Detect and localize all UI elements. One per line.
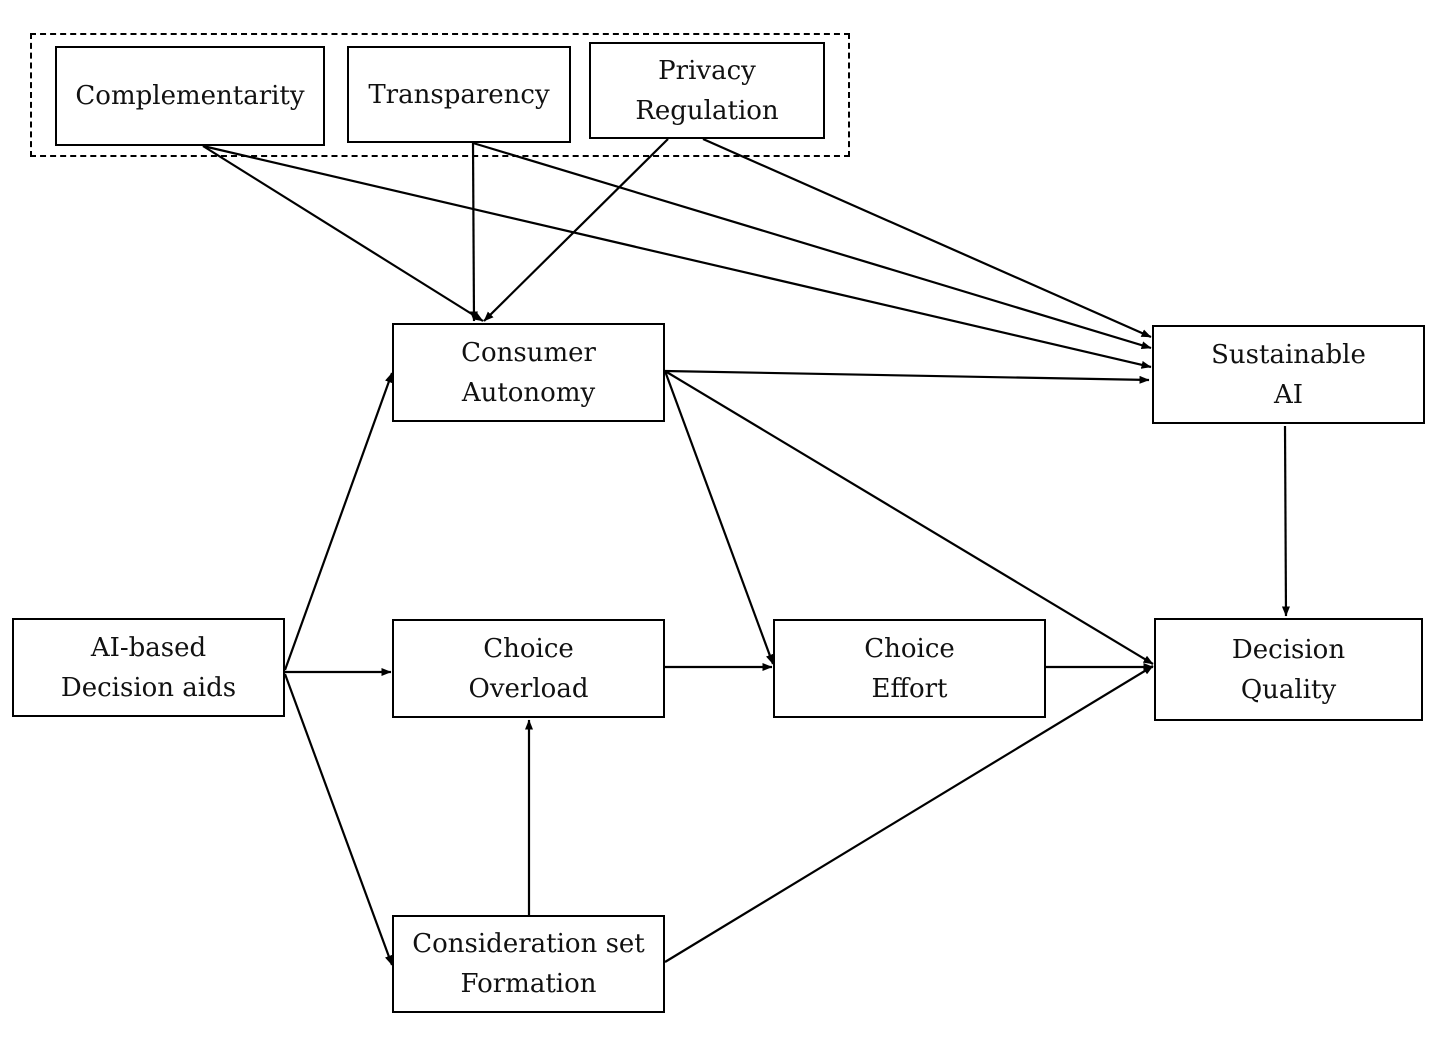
- node-choice-effort: Choice Effort: [773, 619, 1046, 718]
- node-decision-quality: Decision Quality: [1154, 618, 1423, 721]
- node-label: Autonomy: [461, 377, 596, 408]
- node-label: Consideration set: [412, 929, 645, 959]
- node-privacy-regulation: Privacy Regulation: [589, 42, 825, 139]
- node-sustainable-ai: Sustainable AI: [1152, 325, 1425, 424]
- node-label: Choice: [483, 633, 574, 664]
- node-label: Quality: [1240, 674, 1337, 705]
- arrow-privacy-to-sustainable-ai: [702, 137, 1152, 339]
- arrow-consumer-autonomy-to-decision-quality: [664, 370, 1154, 665]
- arrow-transparency-to-sustainable-ai: [472, 141, 1152, 350]
- arrow-ai-decision-aids-to-consideration-set: [283, 673, 394, 966]
- node-label: AI: [1273, 379, 1304, 410]
- arrow-sustainable-ai-to-decision-quality: [1281, 425, 1290, 617]
- node-label: Choice: [864, 633, 955, 664]
- node-ai-decision-aids: AI-based Decision aids: [12, 618, 285, 717]
- node-label: Transparency: [368, 79, 550, 110]
- arrow-transparency-to-consumer-autonomy: [469, 142, 478, 322]
- edge-layer: [202, 137, 1290, 966]
- node-transparency: Transparency: [347, 46, 571, 143]
- node-label: Formation: [460, 969, 597, 999]
- node-choice-overload: Choice Overload: [392, 619, 665, 718]
- node-label: Decision aids: [60, 672, 237, 703]
- node-consumer-autonomy: Consumer Autonomy: [392, 323, 665, 422]
- node-label: Regulation: [635, 95, 779, 126]
- arrow-consumer-autonomy-to-sustainable-ai: [664, 369, 1150, 384]
- arrow-complementarity-to-consumer-autonomy: [202, 145, 484, 322]
- arrow-consideration-set-to-decision-quality: [664, 665, 1154, 963]
- node-label: Complementarity: [75, 81, 305, 111]
- arrow-consumer-autonomy-to-choice-effort: [663, 370, 775, 665]
- arrow-complementarity-to-sustainable-ai: [202, 144, 1152, 369]
- node-label: Sustainable: [1211, 339, 1366, 370]
- node-label: Privacy: [658, 55, 756, 86]
- moderator-group-box: [30, 33, 850, 157]
- arrow-ai-decision-aids-to-consumer-autonomy: [283, 372, 394, 671]
- node-label: Decision: [1231, 634, 1346, 665]
- node-label: Effort: [871, 673, 948, 704]
- node-label: AI-based: [90, 632, 207, 663]
- node-label: Overload: [468, 673, 589, 704]
- node-consideration-set-formation: Consideration set Formation: [392, 915, 665, 1013]
- node-label: Consumer: [461, 337, 596, 368]
- arrow-privacy-to-consumer-autonomy: [483, 138, 669, 322]
- node-complementarity: Complementarity: [55, 46, 325, 146]
